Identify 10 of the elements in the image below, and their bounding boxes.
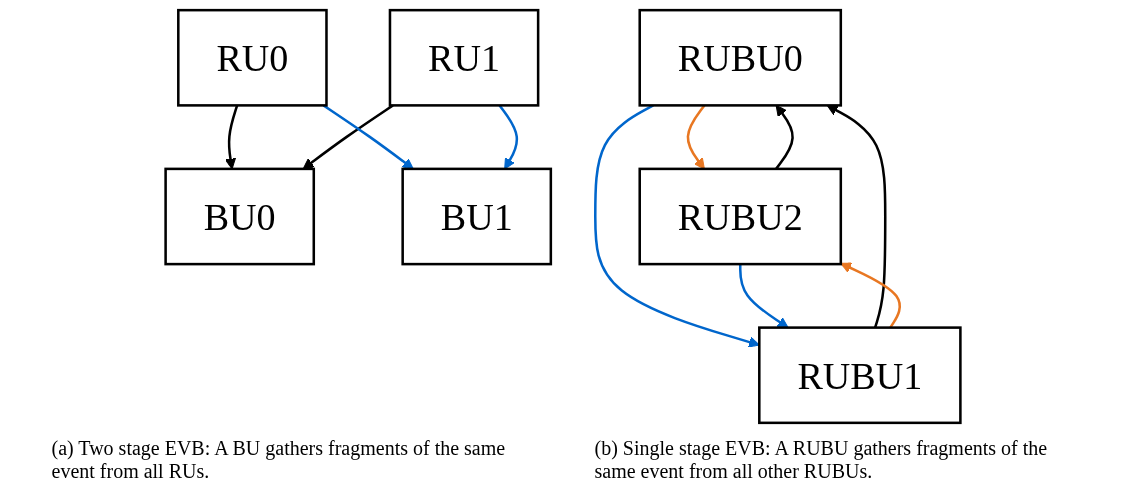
node-box: RU0: [177, 8, 328, 107]
node-box: RUBU0: [638, 8, 843, 107]
node-box: RU1: [388, 8, 540, 107]
figure-caption: (a) Two stage EVB: A BU gathers fragments of the same event from all RUs.: [51, 437, 507, 483]
node-box: RUBU2: [638, 167, 843, 266]
arrow: [302, 104, 394, 170]
figure-caption: (b) Single stage EVB: A RUBU gathers fragments of the same event from all other RUBUs.: [594, 437, 1049, 483]
node-box: BU0: [164, 167, 316, 266]
node-box: RUBU1: [758, 326, 962, 425]
node-box: BU1: [401, 167, 553, 266]
